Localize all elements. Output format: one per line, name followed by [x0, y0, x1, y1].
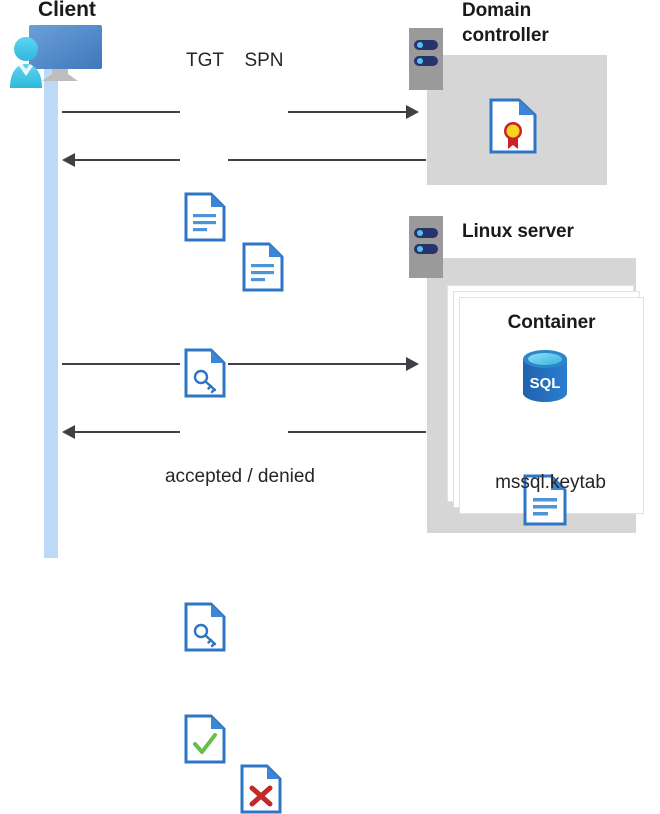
domain-controller-label: Domain controller: [462, 0, 642, 48]
server-rack-icon: [409, 28, 443, 90]
container-label: Container: [507, 312, 596, 333]
rack-led-dot: [417, 42, 423, 48]
user-desktop-icon: [8, 22, 112, 88]
message-1-arrowhead: [406, 105, 419, 119]
spn-label: SPN: [244, 50, 284, 71]
message-3-line-right: [228, 363, 408, 365]
key-document-icon: [184, 348, 660, 398]
rack-led-dot: [417, 246, 423, 252]
key-document-icon: [184, 602, 660, 652]
tgt-document-icon: [184, 192, 660, 242]
domain-controller-label-line1: Domain: [462, 0, 532, 21]
message-4-arrowhead: [62, 425, 75, 439]
client-lifeline: [44, 62, 58, 558]
cross-document-icon: [240, 764, 660, 814]
domain-controller-label-line2: controller: [462, 25, 549, 46]
spn-document-icon: [242, 242, 660, 292]
rack-led-dot: [417, 230, 423, 236]
message-3-arrowhead: [406, 357, 419, 371]
keytab-filename-label: mssql.keytab: [495, 472, 606, 493]
linux-server-label: Linux server: [462, 221, 574, 242]
message-2-arrowhead: [62, 153, 75, 167]
message-1-line-right: [288, 111, 408, 113]
message-2-line-left: [75, 159, 180, 161]
tgt-label: TGT: [186, 50, 224, 71]
message-2-line-right: [228, 159, 426, 161]
message-3-line-left: [62, 363, 180, 365]
accepted-denied-caption: accepted / denied: [164, 466, 315, 487]
server-rack-icon: [409, 216, 443, 278]
certificate-document-icon: [489, 98, 660, 154]
message-1-line-left: [62, 111, 180, 113]
check-document-icon: [184, 714, 660, 764]
diagram-canvas: Client Domain controller: [8, 0, 660, 814]
message-4-line-left: [75, 431, 180, 433]
keytab-document-icon: [523, 474, 660, 526]
rack-led-dot: [417, 58, 423, 64]
client-label: Client: [38, 0, 96, 21]
message-4-line-right: [288, 431, 426, 433]
sql-database-icon: SQL: [520, 348, 570, 409]
svg-text:SQL: SQL: [530, 375, 561, 392]
